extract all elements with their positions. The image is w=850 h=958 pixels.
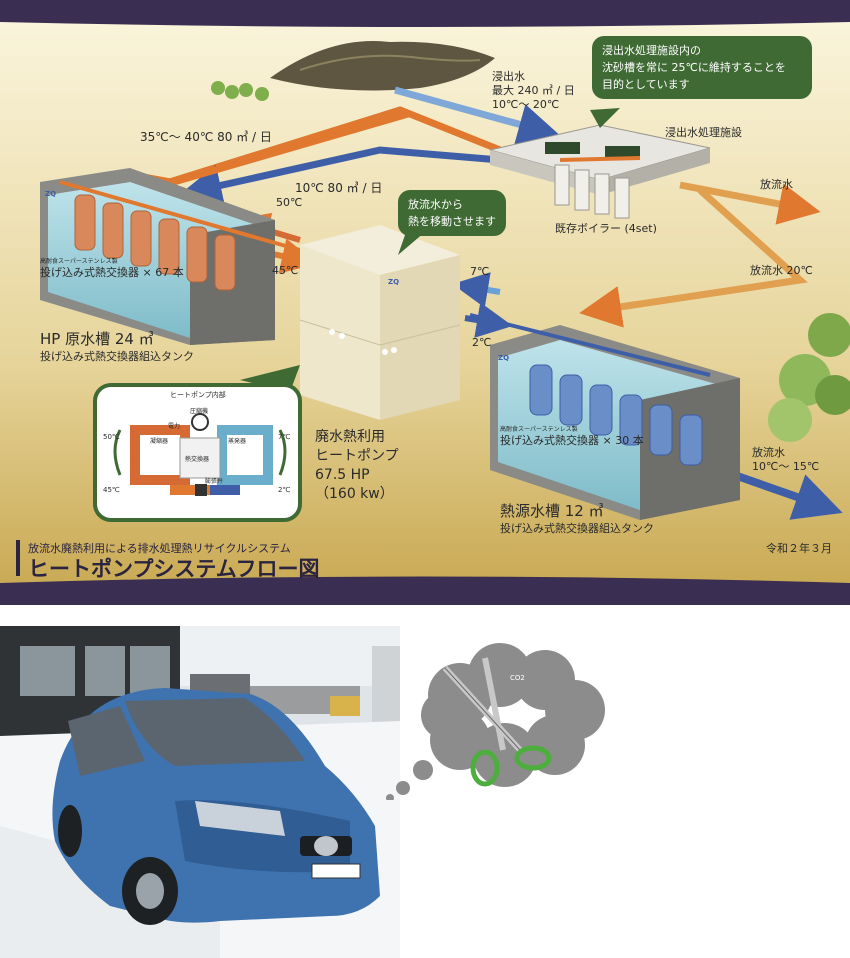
discharge-out-2: 10℃～ 15℃ (752, 460, 820, 473)
inset-compressor: 圧縮機 (190, 408, 209, 415)
inset-temp-2: 2℃ (278, 486, 291, 494)
poster-subtitle: 放流水廃熱利用による排水処理熱リサイクルシステム (28, 542, 291, 555)
cold-flow-label: 10℃ 80 ㎥ / 日 (295, 181, 383, 195)
leachate-label-3: 10℃～ 20℃ (492, 98, 560, 111)
inset-evaporator: 蒸発器 (228, 438, 247, 445)
hp-tank-desc: 投げ込み式熱交換器組込タンク (40, 350, 194, 363)
temp-45-label: 45℃ (272, 264, 299, 277)
heat-pump-spec-4: （160 kw） (315, 486, 394, 502)
poster-title: ヒートポンプシステムフロー図 (28, 557, 320, 581)
leachate-label-1: 浸出水 (492, 70, 525, 83)
hot-flow-label: 35℃～ 40℃ 80 ㎥ / 日 (140, 130, 272, 144)
heat-pump-inside-panel (93, 365, 302, 522)
inset-valve: 膨張弁 (205, 478, 224, 485)
bubble-heat-line-2: 熱を移動させます (408, 215, 496, 228)
trees-right (768, 313, 850, 442)
discharge-20-arrow (579, 187, 808, 328)
heat-pump-spec-2: ヒートポンプ (315, 448, 399, 464)
boiler-label: 既存ボイラー (4set) (555, 222, 657, 235)
heat-pump-spec-3: 67.5 HP (315, 467, 370, 483)
bubble-heat-transfer: 放流水から 熱を移動させます (398, 190, 506, 236)
bubble-purpose-line-1: 浸出水処理施設内の (602, 44, 701, 57)
hp-tank-name: HP 原水槽 24 ㎥ (40, 330, 154, 348)
cloud-graphic (386, 643, 605, 802)
inset-temp-50: 50℃ (103, 433, 120, 441)
footer-band (0, 583, 850, 605)
co2-label: CO2 (510, 674, 525, 682)
leachate-label-2: 最大 240 ㎥ / 日 (492, 84, 575, 97)
leachate-flow-arrow (394, 86, 561, 145)
pump-in-7 (452, 272, 501, 308)
facility-label: 浸出水処理施設 (665, 126, 742, 139)
bubble-heat-line-1: 放流水から (408, 198, 463, 211)
treatment-facility (489, 124, 711, 219)
src-tank-hx-material: 高耐食スーパーステンレス製 (500, 426, 578, 433)
discharge-arrow (679, 181, 821, 225)
discharge-out-1: 放流水 (752, 446, 785, 459)
poster-graphics (0, 0, 850, 605)
inset-temp-7: 7℃ (278, 433, 291, 441)
scissors-icon (442, 657, 552, 787)
pump-out-2 (464, 302, 513, 338)
inset-hx: 熱交換器 (185, 456, 210, 463)
discharge-20-label: 放流水 20℃ (750, 264, 813, 277)
zq-logo-1: ZQ (45, 190, 57, 198)
discharge-label: 放流水 (760, 178, 793, 191)
heat-source-tank (469, 313, 740, 520)
bubble-purpose-line-3: 目的としています (602, 78, 690, 91)
co2-cut-cloud (385, 640, 625, 802)
heat-pump-flow-poster: 浸出水処理施設内の 沈砂槽を常に 25℃に維持することを 目的としています 放流… (0, 0, 850, 605)
src-tank-desc: 投げ込み式熱交換器組込タンク (500, 522, 654, 535)
bubble-purpose: 浸出水処理施設内の 沈砂槽を常に 25℃に維持することを 目的としています (592, 36, 812, 99)
zq-logo-2: ZQ (388, 278, 400, 286)
heat-pump-spec-1: 廃水熱利用 (315, 429, 385, 445)
inset-title: ヒートポンプ内部 (170, 391, 226, 399)
src-tank-name: 熱源水槽 12 ㎥ (500, 502, 604, 520)
heat-pump-unit (299, 225, 461, 420)
poster-date: 令和２年３月 (766, 542, 832, 555)
cold-flow-arrow (179, 146, 501, 206)
inset-temp-45: 45℃ (103, 486, 120, 494)
temp-2-label: 2℃ (472, 336, 492, 349)
car-photo (0, 626, 400, 958)
hp-tank-hx-label: 投げ込み式熱交換器 × 67 本 (40, 266, 184, 279)
car-photo-graphic (0, 626, 400, 958)
leachate-label: 浸出水 最大 240 ㎥ / 日 10℃～ 20℃ (492, 70, 575, 112)
inset-condenser: 凝縮器 (150, 438, 169, 445)
hp-tank-hx-material: 高耐食スーパーステンレス製 (40, 258, 118, 265)
discharge-out-label: 放流水 10℃～ 15℃ (752, 446, 819, 474)
bubble-purpose-line-2: 沈砂槽を常に 25℃に維持することを (602, 61, 786, 74)
temp-50-label: 50℃ (276, 196, 303, 209)
inset-power: 電力 (168, 423, 181, 430)
heat-pump-spec: 廃水熱利用 ヒートポンプ 67.5 HP （160 kw） (315, 428, 399, 504)
landfill-mountain (270, 41, 495, 91)
zq-logo-3: ZQ (498, 354, 510, 362)
temp-7-label: 7℃ (470, 265, 490, 278)
hp-raw-water-tank (40, 168, 301, 345)
trees-left (211, 81, 269, 101)
src-tank-hx-label: 投げ込み式熱交換器 × 30 本 (500, 434, 644, 447)
